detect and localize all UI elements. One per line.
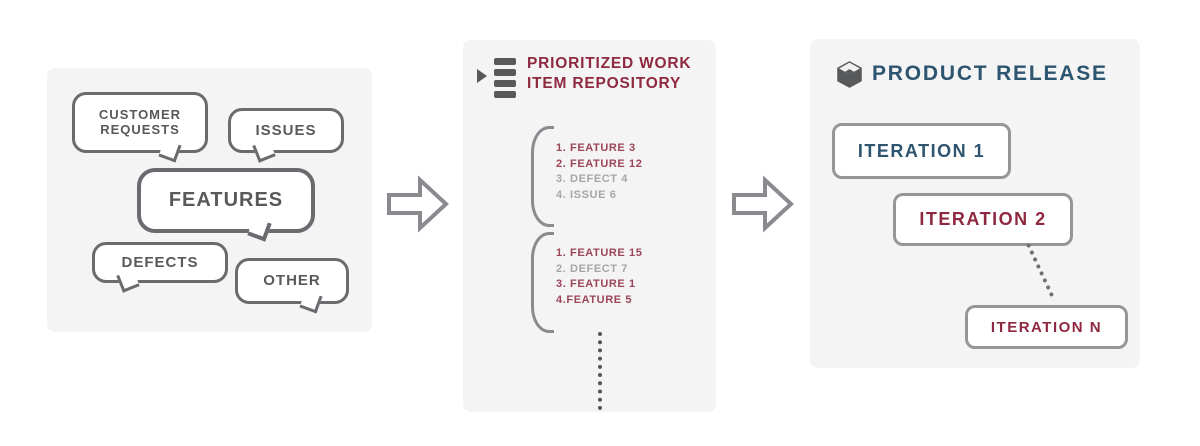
speech-bubble-issues: ISSUES [228, 108, 344, 153]
iteration-label: ITERATION N [990, 318, 1103, 336]
arrow-right-icon [732, 175, 794, 233]
prioritized-repository-panel: PRIORITIZED WORK ITEM REPOSITORY 1. FEAT… [463, 40, 716, 412]
iteration-2-box: ITERATION 2 [893, 193, 1073, 246]
group-bracket [531, 232, 554, 333]
repository-title-line2: ITEM REPOSITORY [527, 75, 682, 92]
bubble-label: DEFECTS [121, 253, 199, 271]
work-item-group-1: 1. FEATURE 3 2. FEATURE 12 3. DEFECT 4 4… [556, 141, 642, 203]
work-item: 4. ISSUE 6 [556, 188, 617, 201]
repository-title-line1: PRIORITIZED WORK [527, 55, 692, 72]
bubble-label: FEATURES [168, 189, 284, 211]
work-item: 1. FEATURE 3 [556, 142, 636, 154]
iteration-1-box: ITERATION 1 [832, 123, 1011, 179]
bubble-label: CUSTOMER REQUESTS [98, 106, 182, 137]
iteration-label: ITERATION 1 [857, 140, 986, 161]
arrow-right-icon [387, 175, 449, 233]
work-item: 1. FEATURE 15 [556, 247, 643, 259]
speech-bubble-features: FEATURES [137, 168, 315, 233]
product-release-panel: PRODUCT RELEASE ITERATION 1 ITERATION 2 … [810, 39, 1140, 368]
work-item: 3. FEATURE 1 [556, 278, 636, 290]
work-item: 2. FEATURE 12 [556, 157, 643, 170]
speech-bubble-defects: DEFECTS [92, 242, 228, 283]
work-item-sources-panel: CUSTOMER REQUESTS ISSUES FEATURES DEFECT… [47, 68, 372, 332]
speech-bubble-other: OTHER [235, 258, 349, 304]
group-bracket [531, 126, 554, 227]
iteration-n-box: ITERATION N [965, 305, 1128, 349]
repository-title: PRIORITIZED WORK ITEM REPOSITORY [527, 54, 691, 94]
ellipsis-dots-diagonal [1025, 242, 1055, 298]
cube-icon [837, 61, 862, 88]
playlist-icon [477, 57, 517, 99]
work-item: 2. DEFECT 7 [556, 262, 629, 275]
release-title: PRODUCT RELEASE [872, 62, 1108, 85]
bubble-label: OTHER [263, 272, 321, 290]
iteration-label: ITERATION 2 [919, 209, 1047, 229]
ellipsis-dots-vertical [598, 332, 602, 410]
work-item-group-2: 1. FEATURE 15 2. DEFECT 7 3. FEATURE 1 4… [556, 246, 642, 308]
work-item: 4.FEATURE 5 [556, 293, 633, 306]
work-item: 3. DEFECT 4 [556, 173, 629, 185]
speech-bubble-customer-requests: CUSTOMER REQUESTS [72, 92, 208, 153]
play-triangle-icon [477, 69, 487, 83]
list-bars-icon [494, 58, 516, 102]
bubble-label: ISSUES [255, 121, 317, 139]
